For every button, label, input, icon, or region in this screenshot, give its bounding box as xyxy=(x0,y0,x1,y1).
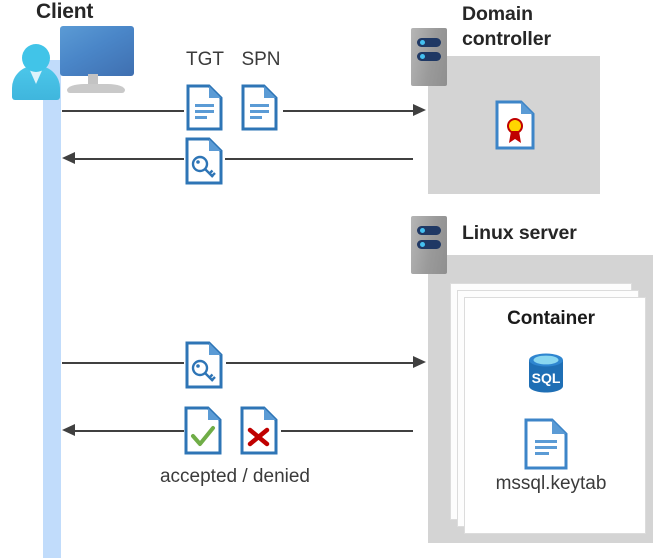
denied-document-cross-icon xyxy=(240,406,279,455)
flow-1-line-left xyxy=(62,110,184,112)
svg-text:SQL: SQL xyxy=(532,370,561,386)
keytab-document-icon xyxy=(524,418,568,470)
flow-1-arrowhead xyxy=(413,103,426,116)
client-computer-user-icon xyxy=(0,0,150,110)
domain-controller-title-line2: controller xyxy=(462,28,551,50)
monitor-neck-icon xyxy=(88,74,98,88)
monitor-base-icon xyxy=(67,84,125,93)
domain-controller-title-line1: Domain xyxy=(462,3,533,25)
linux-server-title: Linux server xyxy=(462,222,577,244)
linux-server-server-icon xyxy=(411,216,447,274)
container-card-front xyxy=(464,297,646,534)
flow-4-line-right xyxy=(281,430,413,432)
accepted-denied-label: accepted / denied xyxy=(159,466,310,487)
tgt-label: TGT xyxy=(186,49,224,70)
flow-4-arrowhead xyxy=(62,423,75,436)
monitor-screen-icon xyxy=(60,26,134,76)
document-certificate-icon xyxy=(495,100,535,150)
ticket-key-document-icon-bottom xyxy=(185,341,223,389)
flow-1-line-right xyxy=(283,110,413,112)
flow-4-line-left xyxy=(75,430,184,432)
accepted-document-check-icon xyxy=(184,406,223,455)
flow-3-line-right xyxy=(226,362,413,364)
domain-controller-server-icon xyxy=(411,28,447,86)
ticket-key-document-icon-top xyxy=(185,137,223,185)
spn-document-icon xyxy=(241,84,278,131)
flow-2-line-right xyxy=(225,158,413,160)
tgt-document-icon xyxy=(186,84,223,131)
flow-2-arrowhead xyxy=(62,151,75,164)
client-title: Client xyxy=(36,0,94,23)
domain-controller-title: Domain controller xyxy=(462,2,652,52)
flow-3-line-left xyxy=(62,362,184,364)
flow-3-arrowhead xyxy=(413,355,426,368)
sql-database-icon: SQL xyxy=(523,350,569,396)
keytab-filename-label: mssql.keytab xyxy=(495,473,607,494)
container-title: Container xyxy=(507,308,595,329)
person-head-icon xyxy=(22,44,50,72)
spn-label: SPN xyxy=(241,49,281,70)
flow-2-line-left xyxy=(75,158,184,160)
client-lifeline xyxy=(43,60,61,558)
